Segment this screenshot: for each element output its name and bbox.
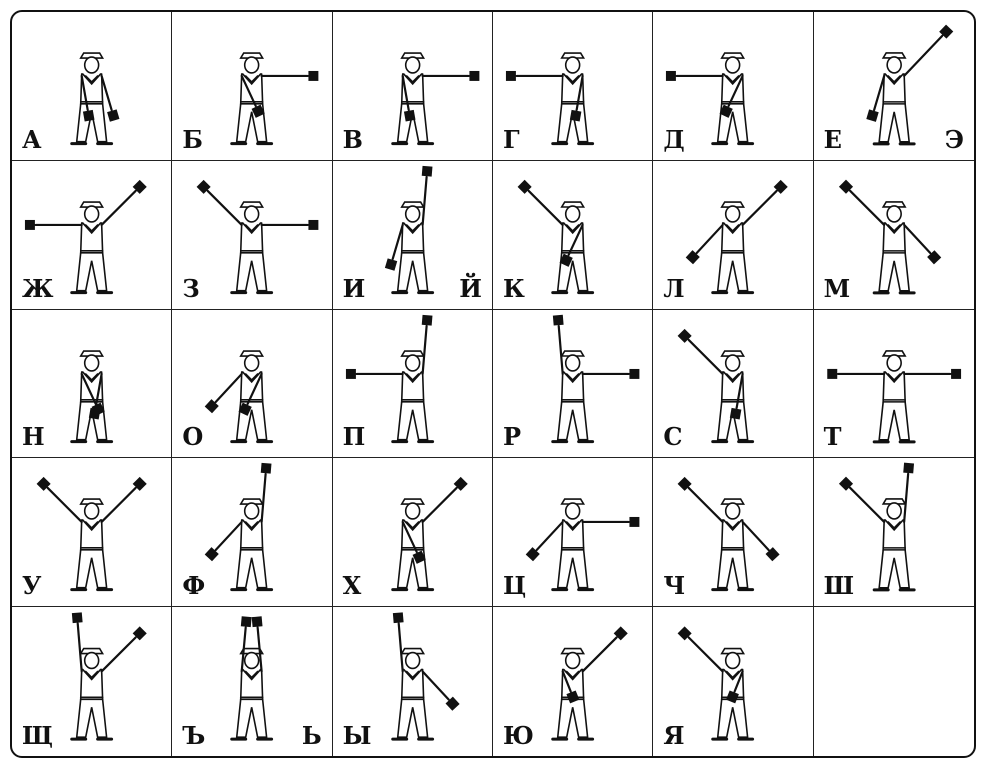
letter-label: Ш — [824, 574, 854, 598]
flag-icon — [629, 369, 639, 379]
letter-label: Ы — [343, 724, 372, 748]
semaphore-cell: Ш — [814, 458, 974, 607]
flag-icon — [566, 691, 579, 704]
semaphore-cell: Я — [653, 607, 813, 756]
flag-icon — [404, 110, 416, 122]
letter-label: К — [503, 277, 525, 301]
flag-icon — [72, 613, 83, 624]
letter-label: Ъ — [182, 724, 205, 748]
letter-label: Л — [663, 277, 684, 301]
semaphore-cell: Щ — [12, 607, 172, 756]
letter-label: У — [22, 574, 41, 598]
letter-label: Т — [824, 425, 842, 449]
flag-icon — [241, 616, 252, 627]
letter-label: Ж — [22, 277, 54, 301]
letter-label: Ф — [182, 574, 205, 598]
letter-label: Е — [824, 128, 842, 152]
flag-icon — [107, 109, 119, 121]
semaphore-cell: Б — [172, 12, 332, 161]
letter-label: О — [182, 425, 203, 449]
flag-icon — [89, 408, 101, 420]
flag-icon — [666, 71, 676, 81]
semaphore-cell: А — [12, 12, 172, 161]
letter-label: А — [22, 128, 42, 152]
flag-icon — [421, 166, 432, 177]
flag-icon — [385, 258, 397, 270]
letter-label: В — [343, 128, 363, 152]
letter-label-secondary: Э — [945, 128, 964, 152]
semaphore-cell: К — [493, 161, 653, 310]
letter-label: Х — [343, 574, 362, 598]
semaphore-cell: С — [653, 310, 813, 459]
flag-icon — [553, 314, 564, 325]
semaphore-cell: Н — [12, 310, 172, 459]
letter-label: Ч — [663, 574, 685, 598]
flag-icon — [726, 691, 739, 704]
semaphore-cell: В — [333, 12, 493, 161]
semaphore-cell: Р — [493, 310, 653, 459]
semaphore-cell: П — [333, 310, 493, 459]
semaphore-cell: Ю — [493, 607, 653, 756]
letter-label: Р — [503, 425, 521, 449]
flag-icon — [393, 613, 404, 624]
letter-label-secondary: Ь — [302, 724, 322, 748]
letter-label: С — [663, 425, 682, 449]
semaphore-cell: Х — [333, 458, 493, 607]
letter-label: Я — [663, 724, 684, 748]
semaphore-cell — [814, 607, 974, 756]
letter-label: З — [182, 277, 199, 301]
flag-icon — [827, 369, 837, 379]
letter-label-secondary: Й — [459, 277, 482, 301]
flag-icon — [866, 109, 878, 121]
flag-icon — [629, 517, 639, 527]
semaphore-cell: Ц — [493, 458, 653, 607]
semaphore-cell: Т — [814, 310, 974, 459]
semaphore-cell: Л — [653, 161, 813, 310]
flag-icon — [903, 463, 914, 474]
semaphore-cell: ИЙ — [333, 161, 493, 310]
flag-icon — [346, 369, 356, 379]
semaphore-cell: У — [12, 458, 172, 607]
flag-icon — [25, 220, 35, 230]
flag-icon — [730, 408, 742, 420]
letter-label: Ц — [503, 574, 526, 598]
letter-label: Б — [182, 128, 203, 152]
semaphore-cell: Г — [493, 12, 653, 161]
letter-label: М — [824, 277, 851, 301]
semaphore-cell: Ж — [12, 161, 172, 310]
semaphore-cell: Д — [653, 12, 813, 161]
flag-icon — [506, 71, 516, 81]
semaphore-cell: Ф — [172, 458, 332, 607]
semaphore-cell: Ы — [333, 607, 493, 756]
letter-label: Г — [503, 128, 520, 152]
flag-icon — [469, 71, 479, 81]
flag-icon — [570, 110, 582, 122]
letter-label: И — [343, 277, 366, 301]
flag-icon — [252, 616, 263, 627]
flag-icon — [421, 314, 432, 325]
flag-icon — [83, 110, 95, 122]
letter-label: Н — [22, 425, 45, 449]
letter-label: Д — [663, 128, 684, 152]
semaphore-cell: З — [172, 161, 332, 310]
flag-icon — [951, 369, 961, 379]
flag-icon — [309, 71, 319, 81]
flag-icon — [261, 463, 272, 474]
flag-icon — [309, 220, 319, 230]
semaphore-cell: М — [814, 161, 974, 310]
semaphore-cell: Ч — [653, 458, 813, 607]
letter-label: П — [343, 425, 366, 449]
semaphore-cell: О — [172, 310, 332, 459]
letter-label: Щ — [22, 724, 53, 748]
letter-label: Ю — [503, 724, 534, 748]
